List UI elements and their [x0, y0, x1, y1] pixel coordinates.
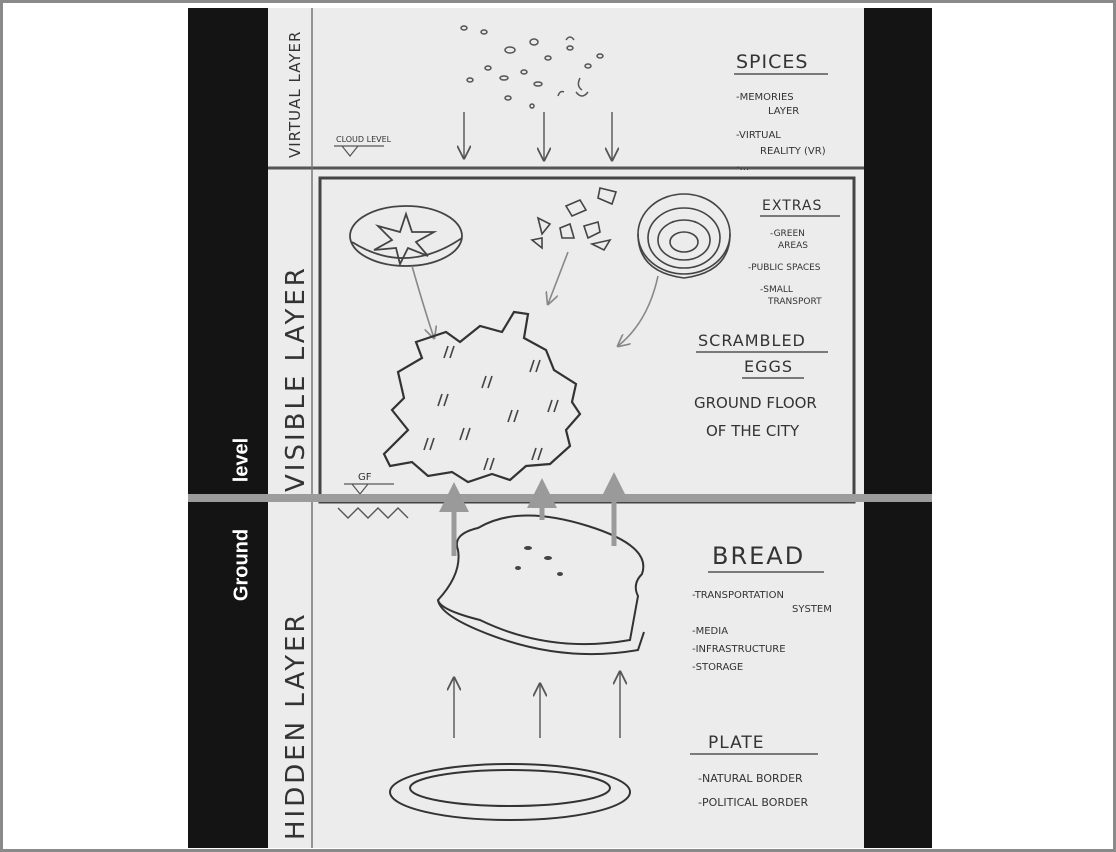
scrambled-desc-2: OF THE CITY — [706, 422, 800, 440]
cloud-level-label: CLOUD LEVEL — [336, 135, 392, 144]
extras-item-4: -SMALL — [760, 285, 793, 295]
spices-item-5: -... — [736, 162, 749, 173]
sketch-photo: VIRTUAL LAYER CLOUD LEVEL SPICES -MEMORI… — [188, 8, 932, 848]
gf-label: GF — [358, 472, 372, 483]
spices-title: SPICES — [736, 51, 808, 73]
extras-item-5: TRANSPORT — [767, 297, 822, 307]
extras-item-1: -GREEN — [770, 229, 805, 239]
scrambled-desc-1: GROUND FLOOR — [694, 394, 817, 412]
plate-item-2: -POLITICAL BORDER — [698, 796, 809, 809]
spices-item-2: LAYER — [768, 106, 799, 117]
bread-item-5: -STORAGE — [692, 662, 743, 673]
ground-level-line — [188, 494, 932, 502]
plate-title: PLATE — [708, 733, 765, 753]
hidden-layer-label: HIDDEN LAYER — [281, 611, 311, 840]
extras-item-3: -PUBLIC SPACES — [748, 263, 821, 273]
extras-item-2: AREAS — [778, 241, 808, 251]
bread-item-1: -TRANSPORTATION — [692, 590, 784, 601]
bread-item-4: -INFRASTRUCTURE — [692, 644, 786, 655]
spices-item-3: -VIRTUAL — [736, 130, 781, 141]
virtual-layer-label: VIRTUAL LAYER — [286, 31, 304, 158]
scrambled-title-1: SCRAMBLED — [698, 331, 806, 350]
level-label: level — [231, 438, 254, 482]
extras-title: EXTRAS — [762, 198, 822, 214]
bread-title: BREAD — [712, 542, 805, 570]
plate-item-1: -NATURAL BORDER — [698, 772, 803, 785]
spices-item-1: -MEMORIES — [736, 92, 794, 103]
visible-layer-label: VISIBLE LAYER — [281, 265, 311, 492]
bread-item-3: -MEDIA — [692, 626, 728, 637]
ground-label: Ground — [231, 529, 254, 601]
scrambled-title-2: EGGS — [744, 357, 793, 376]
bread-item-2: SYSTEM — [792, 604, 832, 615]
spices-item-4: REALITY (VR) — [760, 146, 826, 157]
